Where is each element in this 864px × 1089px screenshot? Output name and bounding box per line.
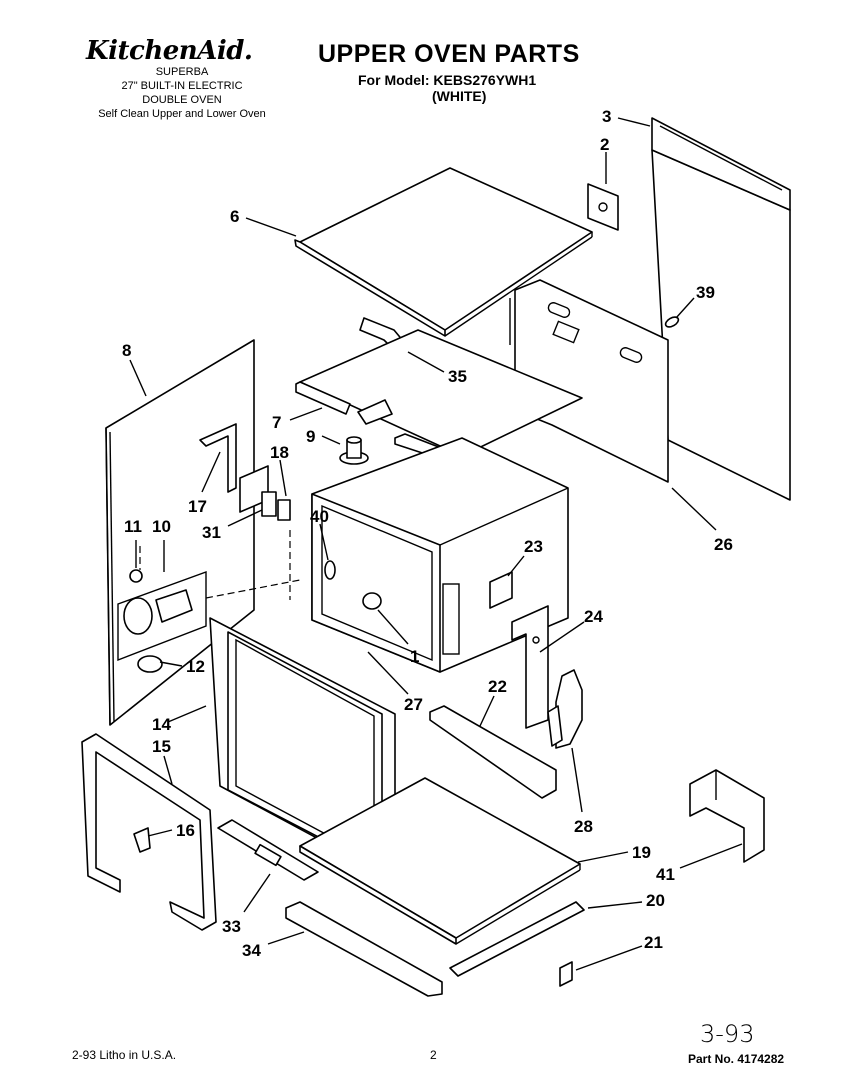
callout-6: 6 bbox=[230, 207, 239, 226]
part-24-hinge-receiver bbox=[511, 605, 549, 729]
callout-27: 27 bbox=[404, 695, 423, 714]
part-12-light-bulb bbox=[137, 655, 163, 673]
callout-3: 3 bbox=[602, 107, 611, 126]
part-34-toe-kick bbox=[285, 901, 443, 997]
callout-9: 9 bbox=[306, 427, 315, 446]
part-16-latch bbox=[133, 827, 151, 853]
part-17-strip bbox=[199, 423, 237, 493]
handwritten-date: 3-93 bbox=[700, 1020, 755, 1048]
part-number: Part No. 4174282 bbox=[688, 1052, 785, 1066]
callout-40: 40 bbox=[310, 507, 329, 526]
part-22-rail bbox=[429, 705, 557, 799]
assembly-dashed-lines bbox=[139, 530, 301, 600]
part-21-clip bbox=[559, 961, 573, 987]
callout-41: 41 bbox=[656, 865, 675, 884]
part-19-bottom-panel bbox=[299, 777, 581, 945]
callout-23: 23 bbox=[524, 537, 543, 556]
leader-lines bbox=[129, 117, 743, 971]
part-39-clip bbox=[664, 316, 680, 328]
callout-19: 19 bbox=[632, 843, 651, 862]
brand-logo: KitchenAid. bbox=[86, 36, 253, 66]
callout-12: 12 bbox=[186, 657, 205, 676]
callout-24: 24 bbox=[584, 607, 603, 626]
part-28-hinge bbox=[547, 669, 583, 749]
part-3-side-panel bbox=[651, 117, 791, 501]
subtitle-line-2: 27" BUILT-IN ELECTRIC bbox=[121, 80, 243, 92]
callout-20: 20 bbox=[646, 891, 665, 910]
callout-2: 2 bbox=[600, 135, 609, 154]
callout-28: 28 bbox=[574, 817, 593, 836]
callout-14: 14 bbox=[152, 715, 171, 734]
callout-39: 39 bbox=[696, 283, 715, 302]
callout-34: 34 bbox=[242, 941, 261, 960]
part-20-front-rail bbox=[449, 901, 585, 977]
callout-33: 33 bbox=[222, 917, 241, 936]
callout-21: 21 bbox=[644, 933, 663, 952]
callout-17: 17 bbox=[188, 497, 207, 516]
callout-7: 7 bbox=[272, 413, 281, 432]
callout-11: 11 bbox=[124, 517, 142, 536]
model-line: For Model: KEBS276YWH1 bbox=[358, 72, 537, 88]
subtitle-line-3: DOUBLE OVEN bbox=[142, 94, 222, 106]
litho-line: 2-93 Litho in U.S.A. bbox=[72, 1048, 177, 1062]
part-10-light-socket bbox=[117, 571, 207, 662]
subtitle-line-1: SUPERBA bbox=[155, 66, 209, 78]
part-40-light-lens bbox=[324, 560, 336, 580]
callout-26: 26 bbox=[714, 535, 733, 554]
part-33-trim-strip bbox=[217, 819, 319, 881]
part-2-bracket bbox=[587, 183, 619, 231]
part-31-switch bbox=[261, 491, 291, 521]
part-27-oven-cavity bbox=[311, 437, 569, 673]
part-11-bulb-cover bbox=[129, 569, 143, 583]
callout-10: 10 bbox=[152, 517, 171, 536]
part-23-bracket bbox=[489, 571, 513, 609]
callout-8: 8 bbox=[122, 341, 131, 360]
callout-labels: 3 2 6 39 8 35 7 9 18 17 31 11 10 40 23 2… bbox=[122, 107, 733, 960]
part-15-door-gasket bbox=[81, 733, 217, 931]
callout-35: 35 bbox=[448, 367, 467, 386]
part-6-top-panel bbox=[294, 167, 593, 345]
page-title: UPPER OVEN PARTS bbox=[318, 40, 580, 68]
callout-15: 15 bbox=[152, 737, 171, 756]
part-9-vent-assembly bbox=[339, 436, 369, 465]
callout-16: 16 bbox=[176, 821, 195, 840]
model-color: (WHITE) bbox=[432, 88, 487, 104]
part-41-bracket bbox=[689, 769, 765, 863]
page-number: 2 bbox=[430, 1048, 437, 1062]
part-1-knob bbox=[362, 592, 382, 610]
callout-31: 31 bbox=[202, 523, 221, 542]
callout-1: 1 bbox=[410, 647, 419, 666]
callout-18: 18 bbox=[270, 443, 289, 462]
subtitle-line-4: Self Clean Upper and Lower Oven bbox=[98, 108, 266, 120]
callout-22: 22 bbox=[488, 677, 507, 696]
